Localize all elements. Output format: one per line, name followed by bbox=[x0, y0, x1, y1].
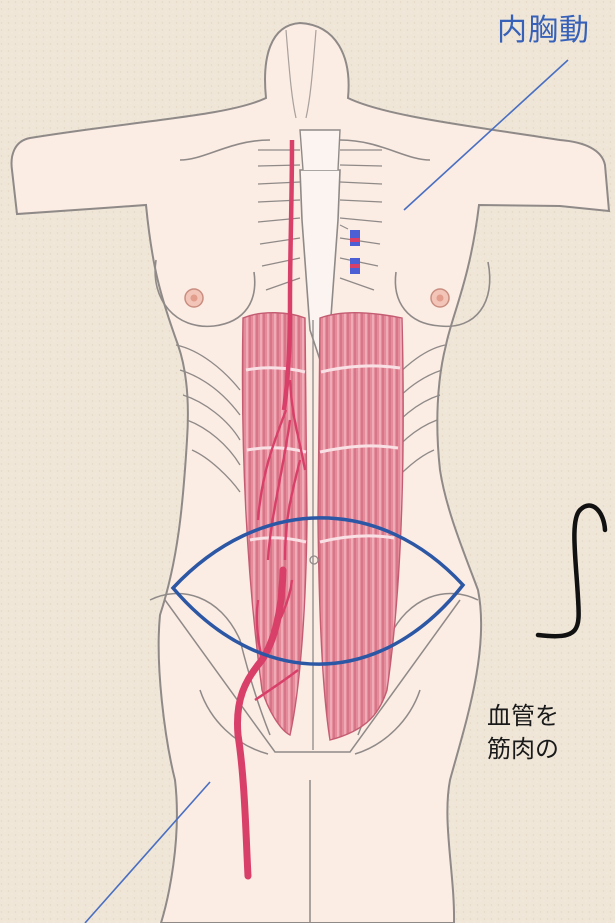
top-label: 内胸動 bbox=[497, 14, 590, 48]
note-line-1: 血管を bbox=[487, 702, 559, 730]
note-line-2: 筋肉の bbox=[487, 735, 559, 763]
